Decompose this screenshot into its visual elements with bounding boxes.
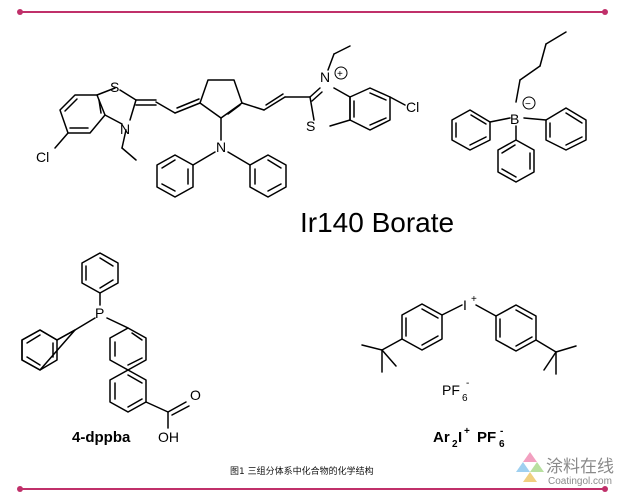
atom-o-carbonyl: O: [190, 387, 201, 403]
atom-cl-left: Cl: [36, 149, 49, 165]
charge-minus-circle: [522, 96, 536, 110]
iodonium-label-minus: -: [500, 426, 503, 437]
watermark-en: Coatingol.com: [548, 476, 612, 487]
pf6-pf: PF: [442, 382, 460, 398]
atom-oh: OH: [158, 429, 179, 445]
top-border: [17, 9, 608, 15]
iodonium-label-plus: +: [464, 426, 470, 437]
charge-minus: −: [525, 99, 531, 110]
iodonium-label-sub2: 2: [452, 439, 458, 450]
watermark-cn: 涂料在线: [546, 457, 614, 477]
iodine-plus: +: [471, 294, 477, 305]
atom-n-amine: N: [216, 139, 226, 155]
iodonium-label-sub6: 6: [499, 439, 505, 450]
ir140-structure: S N Cl N N + S Cl: [36, 45, 419, 198]
iodonium-structure: I + PF 6 -: [361, 294, 577, 404]
iodonium-label-ar: Ar: [433, 429, 450, 446]
charge-plus: +: [337, 69, 343, 80]
pf6-sub: 6: [462, 393, 468, 404]
charge-plus-circle: [334, 66, 348, 80]
atom-p: P: [95, 305, 104, 321]
pf6-charge: -: [466, 378, 469, 389]
figure-caption: 图1 三组分体系中化合物的化学结构: [230, 465, 374, 477]
atom-s-right: S: [306, 118, 315, 134]
atom-s-left: S: [110, 79, 119, 95]
watermark-logo-icon: [516, 452, 544, 482]
iodonium-label-pf: PF: [477, 429, 496, 446]
borate-structure: B −: [451, 31, 587, 183]
dppba-label: 4-dppba: [72, 429, 131, 446]
atom-n-left: N: [120, 121, 130, 137]
atom-b: B: [510, 111, 519, 127]
watermark: 涂料在线 Coatingol.com: [516, 452, 614, 487]
dppba-structure: P O OH: [21, 252, 201, 445]
iodonium-label: Ar 2 I + PF 6 -: [433, 426, 505, 450]
bottom-border: [17, 486, 608, 492]
atom-i: I: [463, 297, 467, 313]
atom-n-right: N: [320, 69, 330, 85]
iodonium-label-i: I: [458, 429, 462, 446]
ir140-borate-title: Ir140 Borate: [300, 207, 454, 238]
atom-cl-right: Cl: [406, 99, 419, 115]
